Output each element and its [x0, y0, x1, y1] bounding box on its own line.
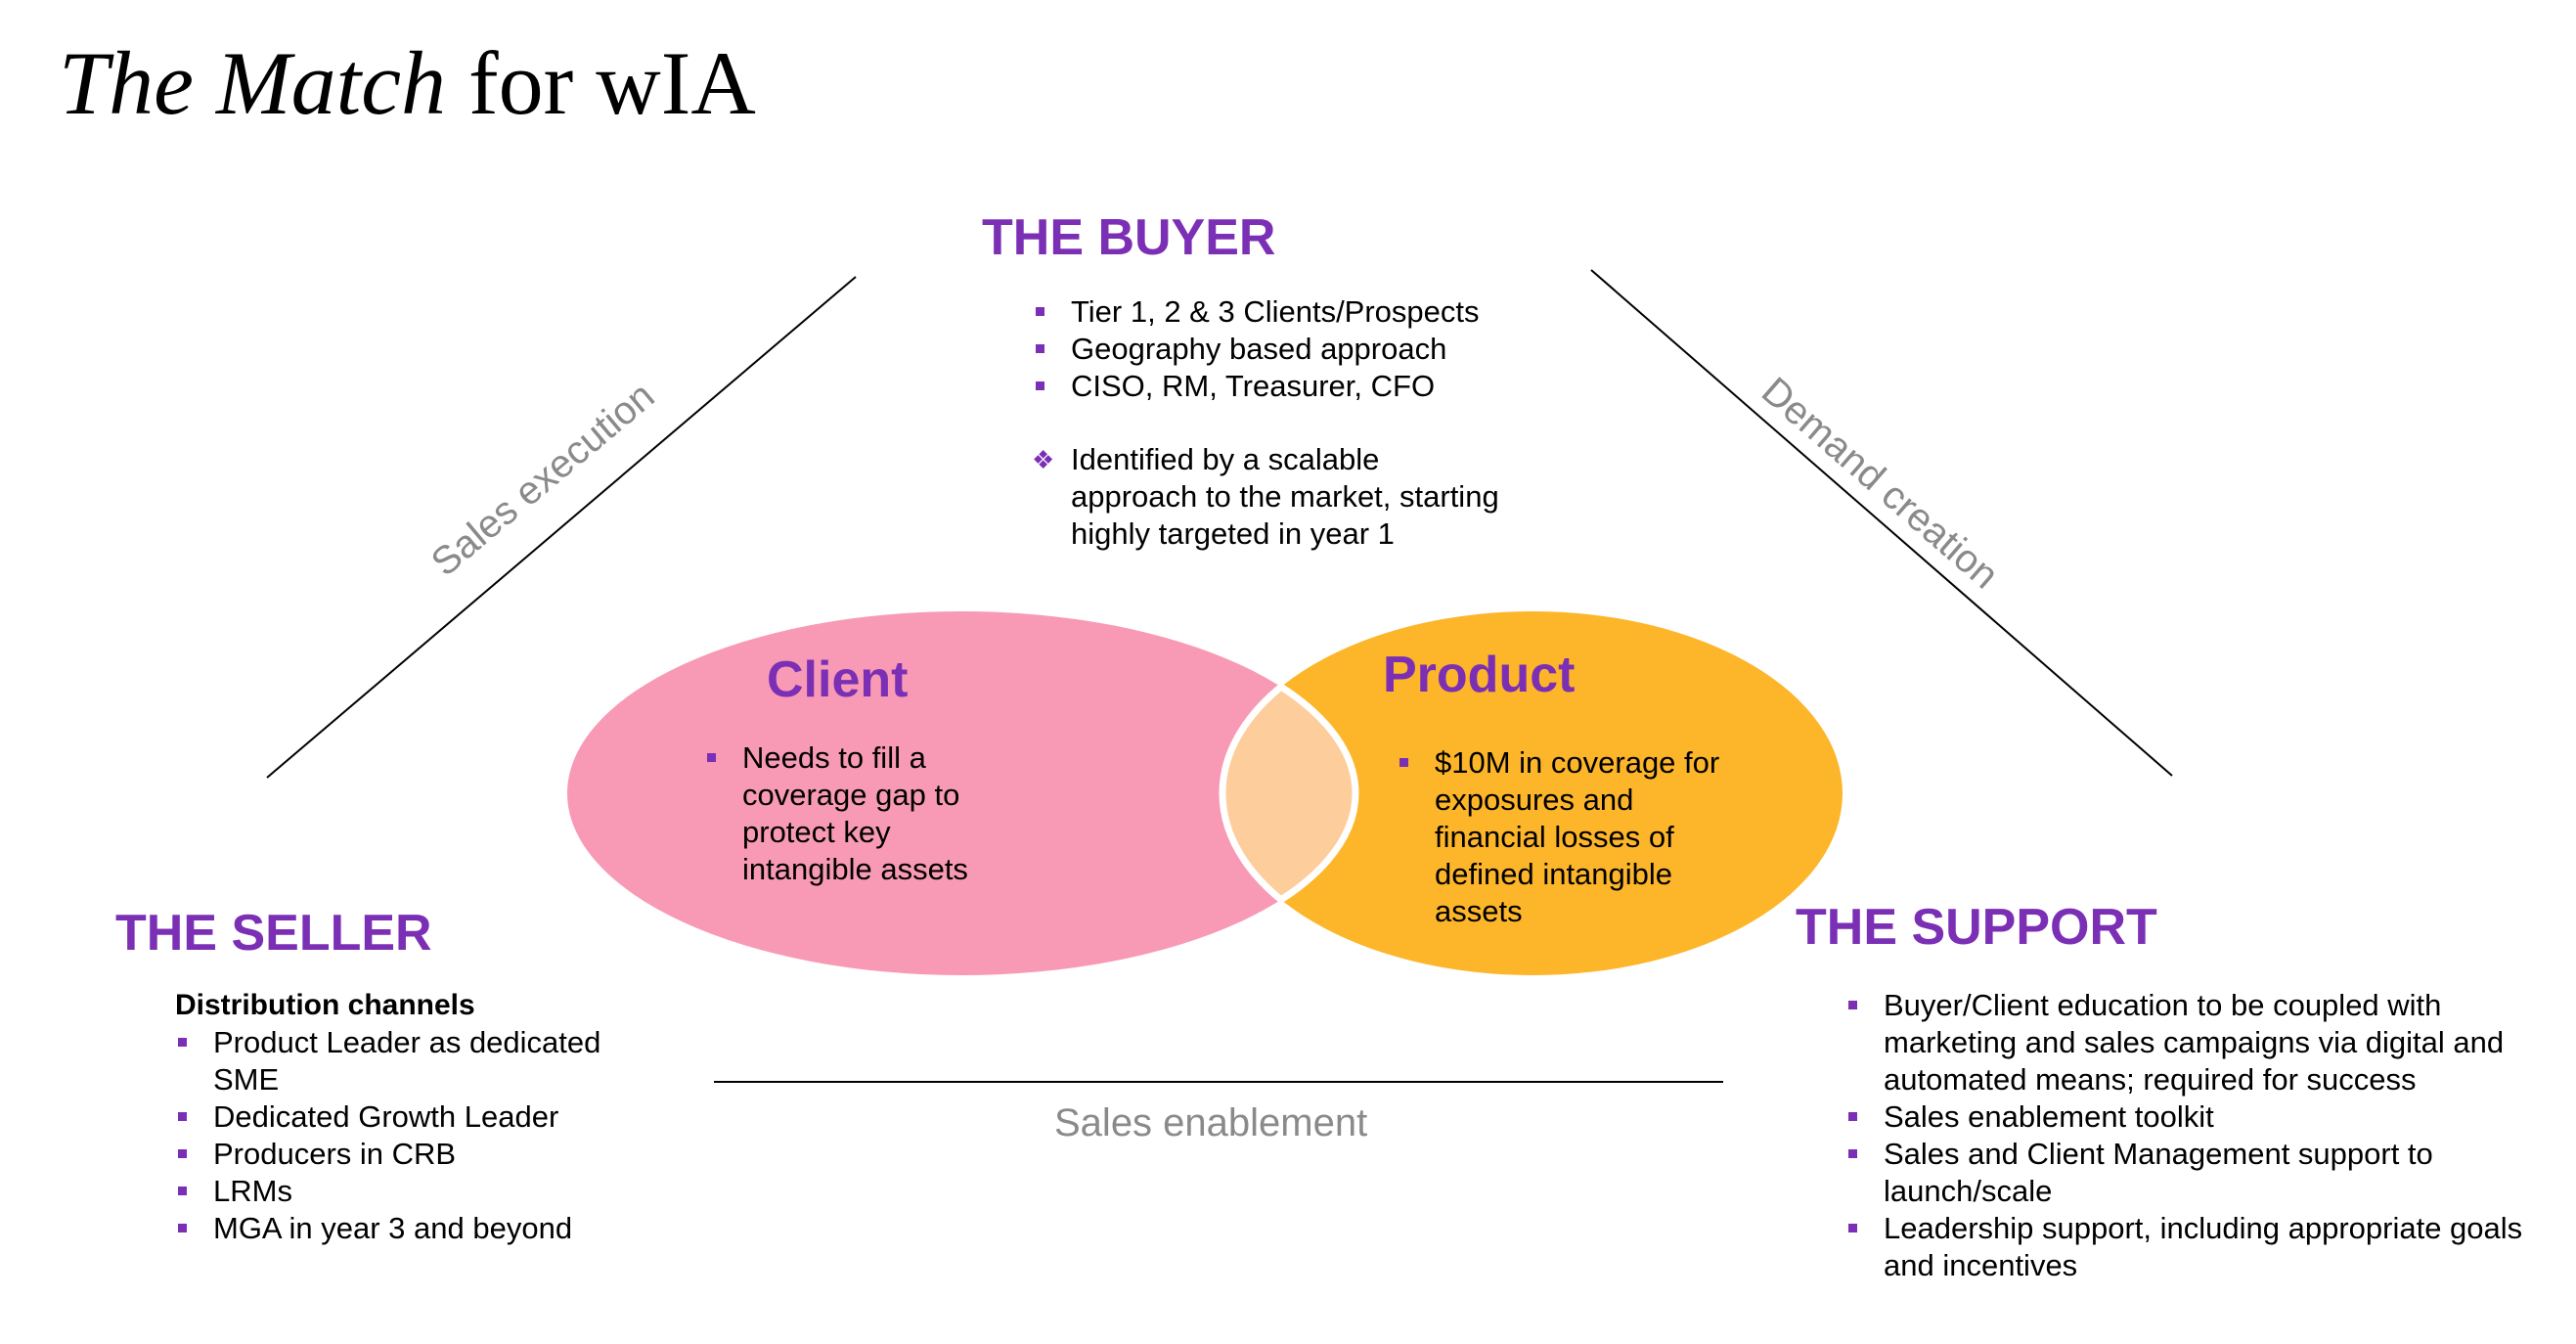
seller-subheading: Distribution channels: [175, 989, 475, 1021]
client-bullet-list: Needs to fill a coverage gap to protect …: [703, 739, 997, 888]
buyer-heading: THE BUYER: [982, 209, 1276, 266]
product-title: Product: [1383, 647, 1576, 703]
seller-bullet: LRMs: [174, 1173, 634, 1210]
title-rest: for wIA: [468, 33, 756, 133]
support-bullet: Sales and Client Management support to l…: [1844, 1136, 2529, 1210]
page-title: The Match for wIA: [59, 29, 756, 137]
support-bullet: Buyer/Client education to be coupled wit…: [1844, 987, 2529, 1098]
buyer-note-list: ❖ Identified by a scalable approach to t…: [1032, 441, 1501, 553]
buyer-note-text: Identified by a scalable approach to the…: [1071, 442, 1499, 551]
product-outline: [1219, 611, 1355, 975]
buyer-note: ❖ Identified by a scalable approach to t…: [1032, 441, 1501, 553]
client-bullet: Needs to fill a coverage gap to protect …: [703, 739, 997, 888]
product-ellipse: [1222, 611, 1843, 975]
left-edge-line: [266, 276, 857, 779]
seller-bullet-list: Product Leader as dedicated SME Dedicate…: [174, 1024, 634, 1247]
seller-bullet: Product Leader as dedicated SME: [174, 1024, 634, 1098]
seller-bullet: MGA in year 3 and beyond: [174, 1210, 634, 1247]
edge-label-bottom: Sales enablement: [1054, 1101, 1368, 1144]
product-bullet-list: $10M in coverage for exposures and finan…: [1396, 744, 1738, 930]
support-heading: THE SUPPORT: [1796, 899, 2157, 956]
support-bullet: Sales enablement toolkit: [1844, 1098, 2529, 1136]
seller-bullet: Producers in CRB: [174, 1136, 634, 1173]
seller-bullet: Dedicated Growth Leader: [174, 1098, 634, 1136]
support-bullet: Leadership support, including appropriat…: [1844, 1210, 2529, 1284]
buyer-bullet: CISO, RM, Treasurer, CFO: [1032, 368, 1579, 405]
seller-heading: THE SELLER: [115, 905, 432, 962]
support-bullet-list: Buyer/Client education to be coupled wit…: [1844, 987, 2529, 1284]
product-bullet: $10M in coverage for exposures and finan…: [1396, 744, 1738, 930]
buyer-bullet-list: Tier 1, 2 & 3 Clients/Prospects Geograph…: [1032, 293, 1579, 405]
buyer-bullet: Tier 1, 2 & 3 Clients/Prospects: [1032, 293, 1579, 331]
title-italic: The Match: [59, 33, 447, 133]
diamond-cluster-icon: ❖: [1032, 445, 1055, 474]
client-outline: [1222, 611, 1359, 975]
client-ellipse: [567, 611, 1355, 975]
right-edge-line: [1590, 269, 2173, 777]
buyer-bullet: Geography based approach: [1032, 331, 1579, 368]
client-title: Client: [767, 651, 909, 708]
